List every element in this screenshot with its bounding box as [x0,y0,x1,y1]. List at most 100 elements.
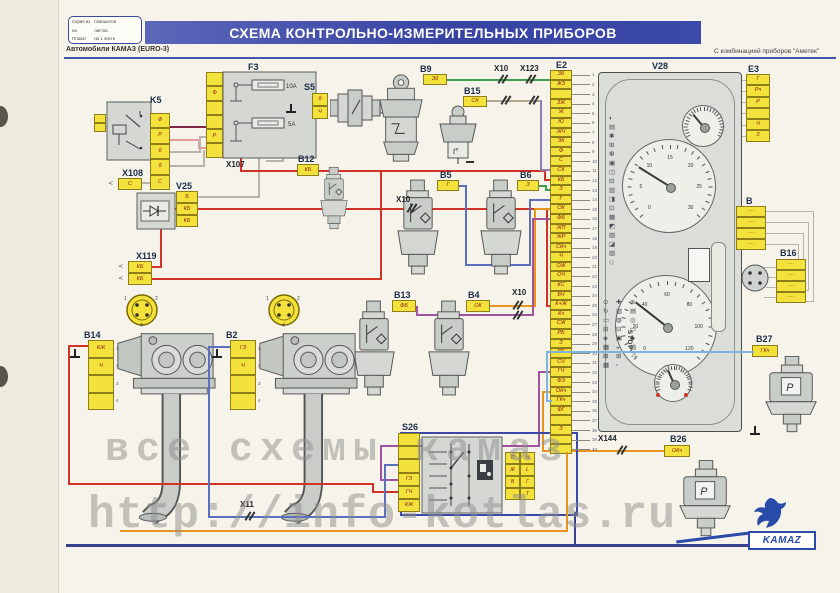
label-b12: B12 [298,154,315,164]
pin-····: ···· [776,281,806,292]
wire [150,165,205,167]
pin-ЖЧ: ЖЧ [550,127,572,138]
svg-text:t°: t° [453,147,459,156]
pin-Т: Т [520,488,535,500]
pin-tick [572,103,590,105]
pin-number: 18 [592,235,598,241]
gauge-tick-mark [706,107,708,112]
gauge-tick-mark [628,178,633,180]
pin-РБ: РБ [550,329,572,339]
telltale-icon: ✚ [616,299,622,306]
pin-tick [572,218,590,220]
telltale-icon: ▧ [609,232,616,239]
gauge-tick-mark [684,119,690,122]
pin-n2 [94,123,106,132]
pin-tick [572,180,590,182]
pin-ОКч: ОКч [550,386,572,397]
wire [546,400,552,402]
pin-tick [572,382,590,383]
pin-КЖ: КЖ [398,498,420,513]
switch-s5-drawing [330,89,389,127]
pin-n4 [746,107,770,120]
pin-number: 33 [592,379,598,385]
telltale-icon-column: ⊕▤◎▭◆▧ [630,299,636,352]
telltale-icon-column: ◐▤✱⊞❆▣◫⊟▥◨⊡▦◩▧◪▨◇ [609,115,616,267]
pin-number: 23 [592,283,598,289]
label-e3: E3 [748,64,760,74]
pin-КБ: КБ [128,273,152,285]
wire [380,445,382,481]
gauge-tick-mark [696,356,700,360]
gauge-tick-label: 25 [696,184,702,190]
pin-Ю: Ю [550,117,572,128]
gauge-tick-mark [700,107,702,112]
pin-ГКч: ГКч [752,345,778,357]
label-v28: V28 [652,61,669,71]
pin-tick [572,199,590,201]
pin-tick [572,391,590,393]
pin-number: 22 [592,273,598,279]
gauge-tick-mark [684,123,689,125]
wire [160,208,548,210]
pin-П: П [505,452,520,464]
round-connector-b16 [741,264,769,292]
wire [198,196,260,198]
pin-tick [572,228,590,230]
telltale-icon: ▥ [609,187,616,194]
connector-b6: З [517,180,539,191]
telltale-icon: ◐ [609,115,613,122]
pin-Зб: Зб [423,74,447,85]
pin-ПГ: ПГ [550,348,572,358]
pin-n3 [230,375,256,393]
gauge-tick-mark [718,132,724,135]
wire [542,450,664,452]
pin-Ф: Ф [550,146,572,157]
pin-tick [572,238,590,239]
pin-number: 29 [592,341,598,347]
pin-number: 34 [592,389,598,395]
wire [529,199,531,266]
gauge-tick-mark [705,308,710,312]
wire [150,151,201,153]
pin-n1 [398,433,420,447]
gauge-tick-mark [719,129,724,131]
wire [120,530,568,532]
telltale-icon-column: ✚▥◍⊟▣◒⊞▫ [616,299,622,370]
warning-triangle-icon: ⚠ [631,352,638,359]
telltale-icon: ◆ [630,335,635,342]
pin-ГЧ: ГЧ [398,485,420,499]
gauge-tick-mark [627,186,632,188]
wire [806,290,809,291]
gauge-tick-mark [688,383,693,386]
wire [766,211,814,212]
telltale-icon: ◩ [609,223,616,230]
wire [803,233,804,280]
pin-number: 15 [592,206,598,212]
pin-ФБ: ФБ [550,213,572,224]
wire [813,211,814,302]
sensor-b4-drawing [428,300,470,396]
pin-tick [572,94,590,95]
wire [208,346,230,348]
connector-arrow: ≺ [118,276,124,282]
pin-Ж: Ж [505,464,520,476]
wire [766,277,776,278]
label-x123: X123 [520,64,539,73]
pin-tick [572,151,590,153]
gauge-tick-mark [655,386,660,388]
pin-Ч: Ч [230,357,256,375]
wire [806,301,814,302]
relay-k5-drawing [106,101,152,161]
pin-number: 1 [258,345,261,351]
connector-b27: ГКч [752,345,778,357]
telltale-icon: ▭ [603,317,610,324]
wire [538,371,550,373]
telltale-icon: ⊟ [616,326,622,333]
gauge-tick-mark [688,381,693,383]
gauge-tick-mark [718,119,724,122]
cluster-button-slot [711,242,726,332]
gauge-tick-mark [666,281,668,286]
pin-tick [572,84,590,86]
wire [68,483,374,485]
connector-arrow: ≺ [118,264,124,270]
